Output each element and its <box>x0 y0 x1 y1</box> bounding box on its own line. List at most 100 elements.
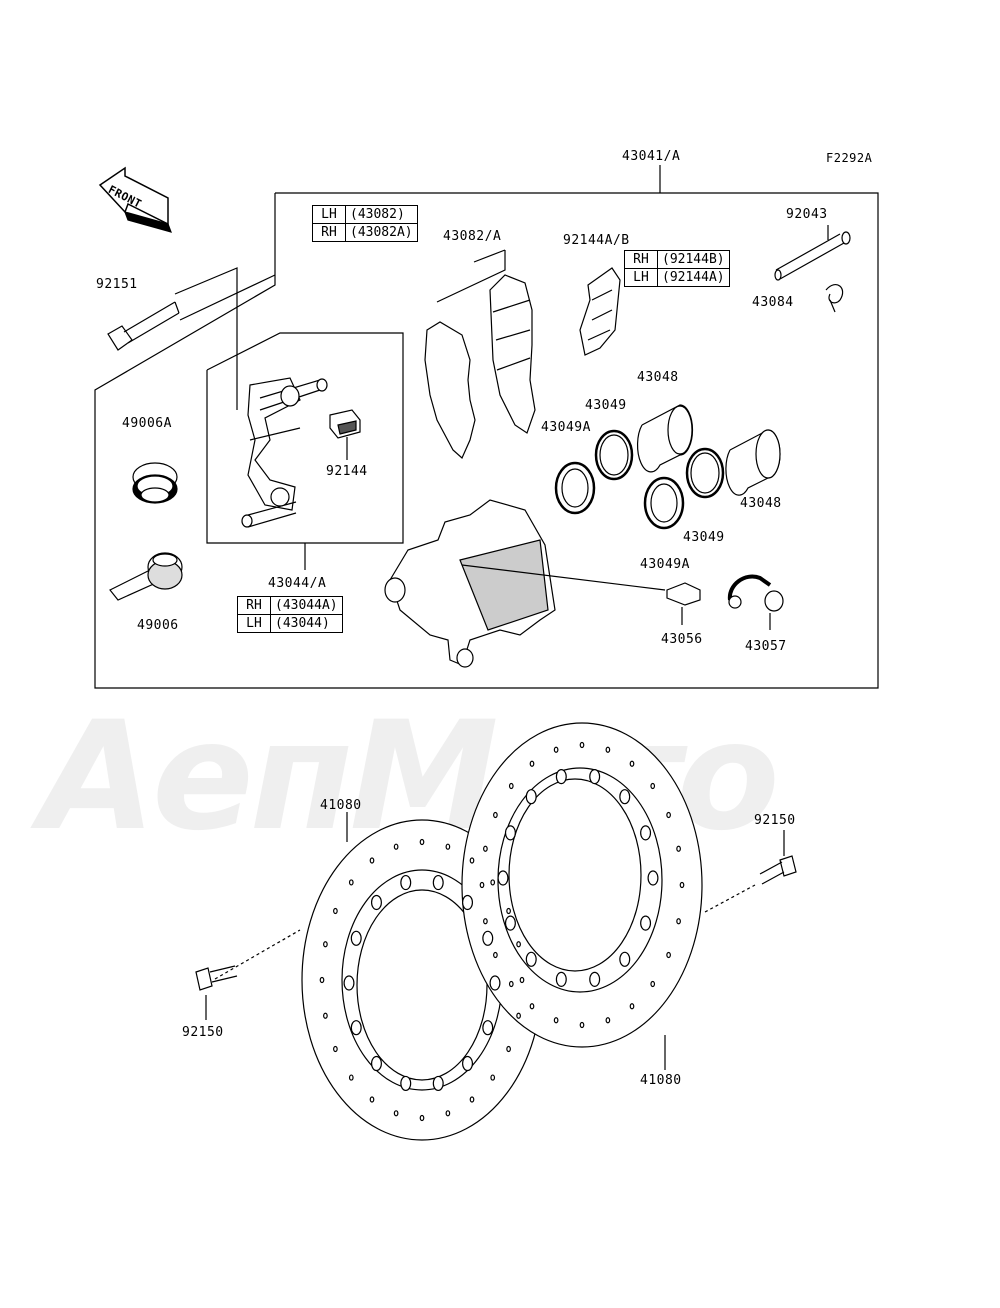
disc-dot <box>419 838 425 846</box>
bracket-variant-table: RH (43044A) LH (43044) <box>237 596 343 633</box>
callout-92150-left: 92150 <box>182 1025 224 1040</box>
clip-43084 <box>825 284 844 313</box>
disc-bolt-92150-left <box>195 929 301 1020</box>
disc-dot <box>490 1074 496 1081</box>
disc-hole <box>370 894 382 911</box>
seals-and-pistons <box>554 404 781 530</box>
disc-dot <box>323 941 328 948</box>
disc-dot <box>676 845 681 852</box>
disc-hole <box>370 1055 382 1072</box>
disc-dot <box>319 976 325 984</box>
disc-dot <box>529 760 535 767</box>
disc-dot <box>469 857 475 864</box>
bolt-92151 <box>107 301 180 351</box>
cap-43057 <box>727 574 784 630</box>
disc-dot <box>419 1114 425 1122</box>
callout-43049-top: 43049 <box>585 398 627 413</box>
disc-hole <box>350 1020 362 1036</box>
callout-43049-bottom: 43049 <box>683 530 725 545</box>
disc-hole <box>432 1075 444 1092</box>
part-cell: (43044A) <box>270 596 343 615</box>
disc-hole <box>619 951 631 967</box>
table-row: LH (92144A) <box>624 268 730 287</box>
callout-49006: 49006 <box>137 618 179 633</box>
disc-dot <box>516 1012 521 1019</box>
disc-dot <box>605 746 611 753</box>
figure-code: F2292A <box>826 151 873 165</box>
disc-dot <box>483 918 488 925</box>
side-cell: RH <box>312 223 346 242</box>
callout-43082: 43082/A <box>443 229 502 244</box>
disc-dot <box>506 1045 511 1053</box>
disc-hole <box>640 915 652 931</box>
disc-hole <box>525 951 537 967</box>
spring-92144ab <box>579 267 621 356</box>
disc-dot <box>579 1021 585 1029</box>
disc-dot <box>508 782 514 790</box>
callout-43041: 43041/A <box>622 149 681 164</box>
side-cell: RH <box>237 596 271 615</box>
callout-43044: 43044/A <box>268 576 327 591</box>
disc-dot <box>369 857 375 864</box>
disc-dot <box>393 1110 399 1117</box>
side-cell: LH <box>312 205 346 224</box>
disc-hole <box>482 930 494 946</box>
part-cell: (43082A) <box>345 223 418 242</box>
callout-43084: 43084 <box>752 295 794 310</box>
callout-92151: 92151 <box>96 277 138 292</box>
disc-hole <box>504 915 516 931</box>
table-row: LH (43082) <box>312 205 418 224</box>
disc-hole <box>525 789 537 805</box>
callout-92144ab: 92144A/B <box>563 233 630 248</box>
disc-dot <box>679 881 685 889</box>
disc-dot <box>666 951 671 959</box>
part-cell: (92144B) <box>657 250 730 269</box>
clip-92144 <box>329 409 361 460</box>
callout-43056: 43056 <box>661 632 703 647</box>
disc-hole <box>589 971 601 987</box>
disc-dot <box>483 845 488 852</box>
side-cell: RH <box>624 250 658 269</box>
disc-dot <box>445 843 451 850</box>
spring-variant-table: RH (92144B) LH (92144A) <box>624 250 730 287</box>
disc-dot <box>493 811 498 819</box>
disc-hole <box>400 874 412 891</box>
boot-49006a <box>132 462 178 504</box>
callout-92043: 92043 <box>786 207 828 222</box>
disc-hole <box>343 975 355 991</box>
disc-dot <box>493 951 498 959</box>
callout-41080-right: 41080 <box>640 1073 682 1088</box>
disc-hole <box>647 870 659 886</box>
callout-43048-right: 43048 <box>740 496 782 511</box>
disc-dot <box>506 907 511 915</box>
disc-dot <box>469 1096 475 1103</box>
disc-dot <box>445 1110 451 1117</box>
bleeder-43056 <box>666 582 701 625</box>
callout-43049a-top: 43049A <box>541 420 591 435</box>
disc-hole <box>589 769 601 785</box>
disc-dot <box>579 741 585 749</box>
disc-dot <box>529 1003 535 1010</box>
pads-variant-table: LH (43082) RH (43082A) <box>312 205 418 242</box>
disc-dot <box>323 1012 328 1019</box>
pads-43082 <box>424 249 536 459</box>
disc-hole <box>462 894 474 911</box>
disc-bolt-92150-right <box>704 830 797 913</box>
table-row: RH (43082A) <box>312 223 418 242</box>
disc-dot <box>605 1017 611 1024</box>
disc-hole <box>619 789 631 805</box>
disc-hole <box>555 971 567 987</box>
disc-dot <box>553 1017 559 1024</box>
disc-hole <box>432 874 444 891</box>
part-cell: (43044) <box>270 614 343 633</box>
disc-hole <box>504 825 516 841</box>
callout-43049a-bottom: 43049A <box>640 557 690 572</box>
disc-dot <box>393 843 399 850</box>
callout-92150-right: 92150 <box>754 813 796 828</box>
disc-dot <box>519 976 525 984</box>
pin-49006 <box>109 552 183 601</box>
disc-dot <box>490 879 496 886</box>
part-cell: (43082) <box>345 205 418 224</box>
